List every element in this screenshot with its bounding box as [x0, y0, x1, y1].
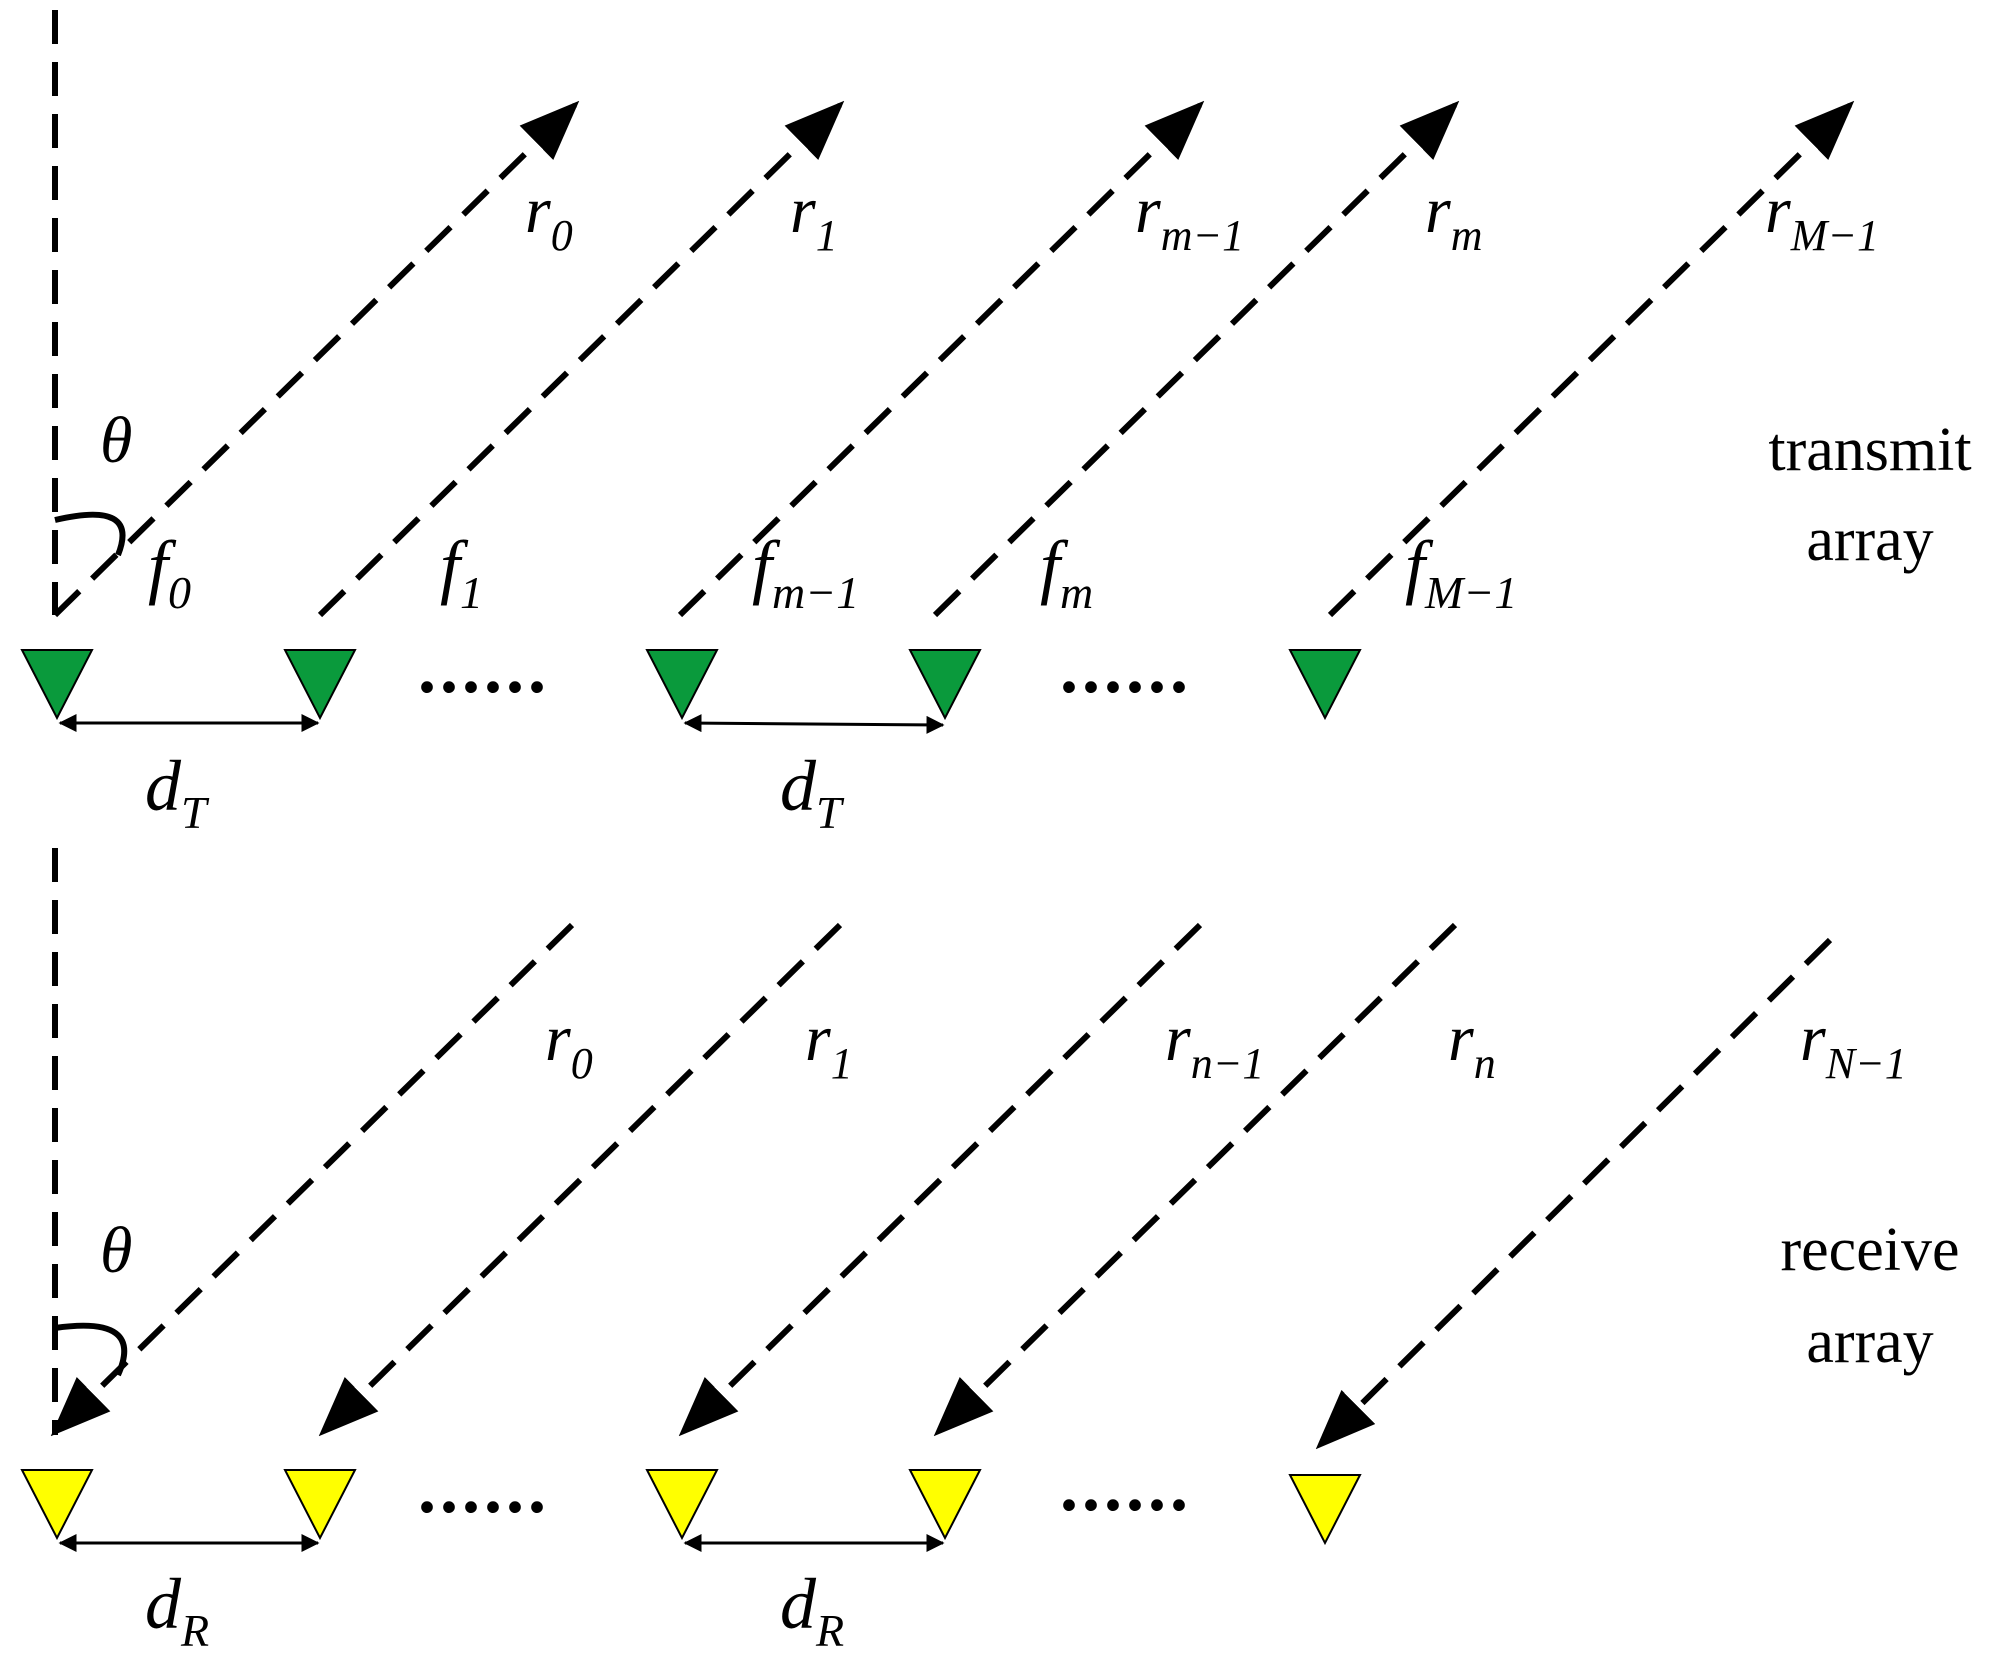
receive-element-1: [283, 1469, 357, 1541]
receive-range-label-3: rn: [1448, 1002, 1496, 1088]
receive-theta-label: θ: [100, 1214, 132, 1287]
transmit-ray-3: [932, 100, 1460, 618]
transmit-element-3: [908, 649, 982, 721]
transmit-ray-0: [52, 100, 580, 618]
transmit-freq-label-1: f1: [440, 526, 483, 618]
receive-range-label-2: rn−1: [1165, 1002, 1264, 1088]
transmit-spacing-arrow-2: [683, 714, 945, 734]
receive-ray-3: [933, 922, 1458, 1437]
transmit-ellipsis-1: ......: [418, 628, 550, 708]
receive-ray-4: [1315, 937, 1833, 1450]
transmit-array-label-line2: array: [1806, 506, 1933, 574]
transmit-ray-1: [317, 100, 845, 618]
transmit-element-0: [20, 649, 94, 721]
transmit-freq-label-4: fM−1: [1405, 526, 1517, 618]
transmit-ray-2: [677, 100, 1205, 618]
transmit-element-2: [645, 649, 719, 721]
receive-ray-2: [678, 922, 1203, 1437]
transmit-ellipsis-2: ......: [1060, 628, 1192, 708]
transmit-freq-label-0: f0: [148, 526, 191, 618]
receive-ray-1: [318, 922, 843, 1437]
receive-array-label-line2: array: [1806, 1308, 1933, 1376]
transmit-range-label-2: rm−1: [1135, 174, 1244, 260]
transmit-spacing-label-1: dT: [145, 746, 210, 838]
transmit-array: θ r0 r1 rm−1 rm rM−1 f0 f1 fm−1 fm fM−1 …: [20, 10, 1972, 838]
receive-range-label-4: rN−1: [1800, 1002, 1907, 1088]
receive-range-label-0: r0: [545, 1002, 593, 1088]
transmit-array-label-line1: transmit: [1768, 416, 1971, 484]
receive-ray-0: [50, 922, 575, 1437]
receive-element-0: [20, 1469, 94, 1541]
receive-element-4: [1288, 1474, 1362, 1546]
transmit-theta-arc: [54, 511, 126, 557]
transmit-element-1: [283, 649, 357, 721]
transmit-freq-label-3: fm: [1040, 526, 1093, 618]
transmit-freq-label-2: fm−1: [752, 526, 859, 618]
transmit-spacing-label-2: dT: [780, 746, 845, 838]
transmit-range-label-0: r0: [525, 174, 573, 260]
receive-range-label-1: r1: [805, 1002, 853, 1088]
receive-spacing-label-2: dR: [780, 1564, 844, 1656]
receive-ellipsis-1: ......: [418, 1448, 550, 1528]
transmit-ray-4: [1327, 100, 1855, 618]
receive-theta-arc: [54, 1322, 128, 1377]
receive-array: θ r0 r1 rn−1 rn rN−1 ...... ...... dR dR…: [20, 848, 1960, 1656]
receive-spacing-label-1: dR: [145, 1564, 209, 1656]
transmit-element-4: [1288, 649, 1362, 721]
receive-ellipsis-2: ......: [1060, 1446, 1192, 1526]
transmit-range-label-1: r1: [790, 174, 838, 260]
receive-element-2: [645, 1469, 719, 1541]
receive-array-label-line1: receive: [1781, 1216, 1960, 1284]
receive-element-3: [908, 1469, 982, 1541]
transmit-range-label-3: rm: [1425, 174, 1482, 260]
transmit-theta-label: θ: [100, 404, 132, 477]
transmit-range-label-4: rM−1: [1765, 174, 1879, 260]
